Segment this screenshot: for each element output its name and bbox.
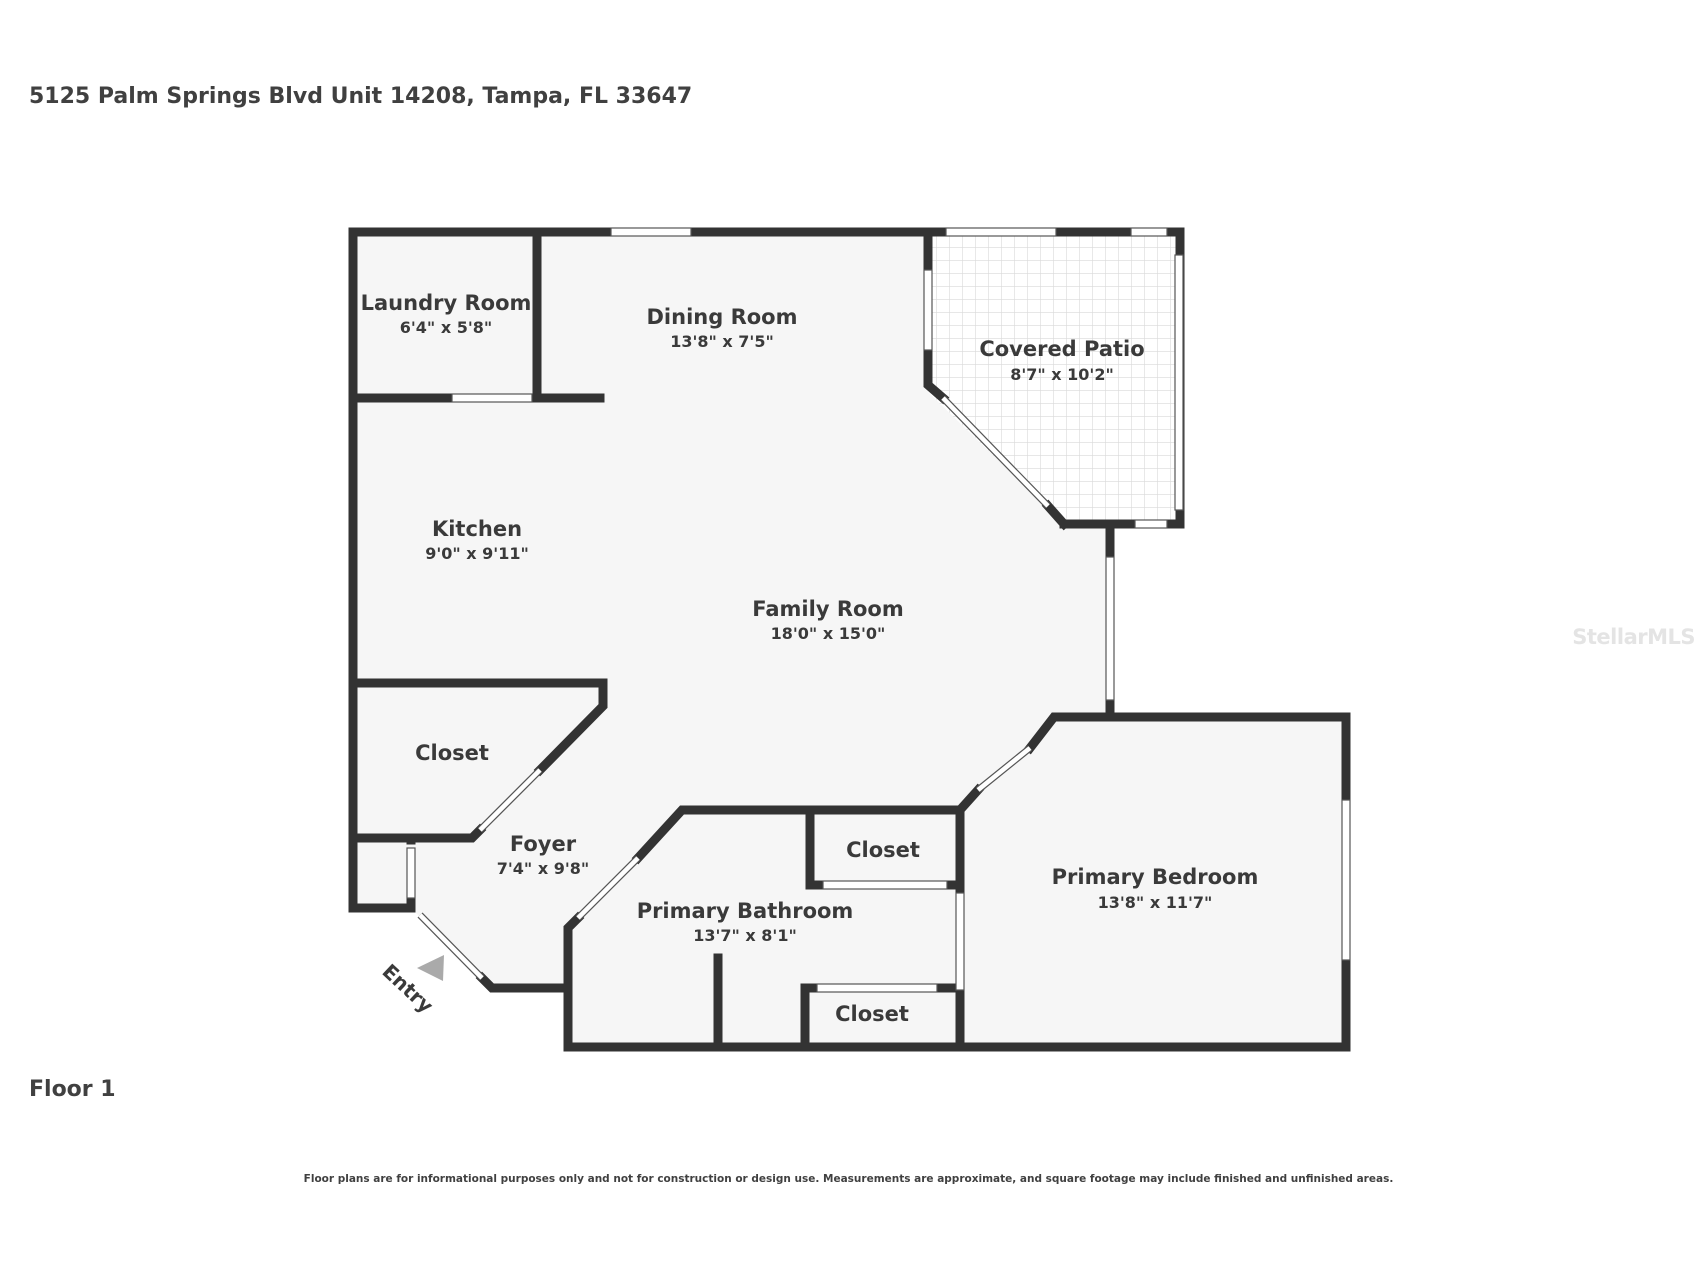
room-dim-laundry: 6'4" x 5'8"	[400, 318, 492, 337]
room-name-patio: Covered Patio	[979, 337, 1144, 361]
opening-bath-closet-bottom	[816, 983, 938, 993]
window-patio-top	[945, 227, 1057, 237]
windows	[406, 227, 1351, 993]
room-dim-bathroom: 13'7" x 8'1"	[693, 926, 797, 945]
room-name-family: Family Room	[752, 597, 903, 621]
opening-laundry	[451, 393, 533, 403]
room-name-foyer: Foyer	[510, 832, 577, 856]
room-name-closet-bath-bottom: Closet	[835, 1002, 909, 1026]
laundry-wall	[532, 227, 605, 403]
room-name-closet-foyer: Closet	[415, 741, 489, 765]
room-dim-family: 18'0" x 15'0"	[771, 624, 886, 643]
room-name-bedroom: Primary Bedroom	[1052, 865, 1259, 889]
room-name-dining: Dining Room	[647, 305, 798, 329]
room-dim-foyer: 7'4" x 9'8"	[497, 859, 589, 878]
floor-label: Floor 1	[29, 1077, 116, 1102]
room-dim-dining: 13'8" x 7'5"	[670, 332, 774, 351]
diagonal-openings	[417, 395, 1051, 981]
entry-arrow-icon	[417, 955, 444, 981]
page-title: 5125 Palm Springs Blvd Unit 14208, Tampa…	[29, 84, 693, 109]
disclaimer-text: Floor plans are for informational purpos…	[303, 1173, 1394, 1185]
outer-left-wall	[348, 227, 416, 913]
window-patio-bottom	[1134, 519, 1168, 529]
room-name-closet-bath-top: Closet	[846, 838, 920, 862]
watermark-text: StellarMLS	[1572, 625, 1695, 649]
opening-bath-bedroom	[955, 892, 965, 991]
closet-foyer-wall	[348, 678, 608, 777]
window-family-right	[1105, 556, 1115, 701]
bedroom-outer-wall	[1023, 712, 1351, 805]
window-foyer-left	[406, 847, 416, 899]
room-dim-bedroom: 13'8" x 11'7"	[1098, 893, 1213, 912]
room-dim-patio: 8'7" x 10'2"	[1010, 365, 1114, 384]
window-dining	[610, 227, 692, 237]
window-patio-left	[923, 269, 933, 351]
window-patio-top-small	[1130, 227, 1168, 237]
room-name-bathroom: Primary Bathroom	[637, 899, 854, 923]
opening-bath-closet-top	[822, 880, 948, 890]
room-dim-kitchen: 9'0" x 9'11"	[425, 544, 529, 563]
bath-closet-bottom-wall	[800, 983, 822, 1052]
window-bedroom-right	[1341, 799, 1351, 961]
walls	[348, 227, 1351, 1052]
bath-closet-top-wall	[805, 805, 828, 890]
room-labels: Laundry Room 6'4" x 5'8" Dining Room 13'…	[361, 291, 1259, 1026]
room-name-kitchen: Kitchen	[432, 517, 522, 541]
room-name-laundry: Laundry Room	[361, 291, 532, 315]
window-patio-right	[1174, 254, 1184, 511]
